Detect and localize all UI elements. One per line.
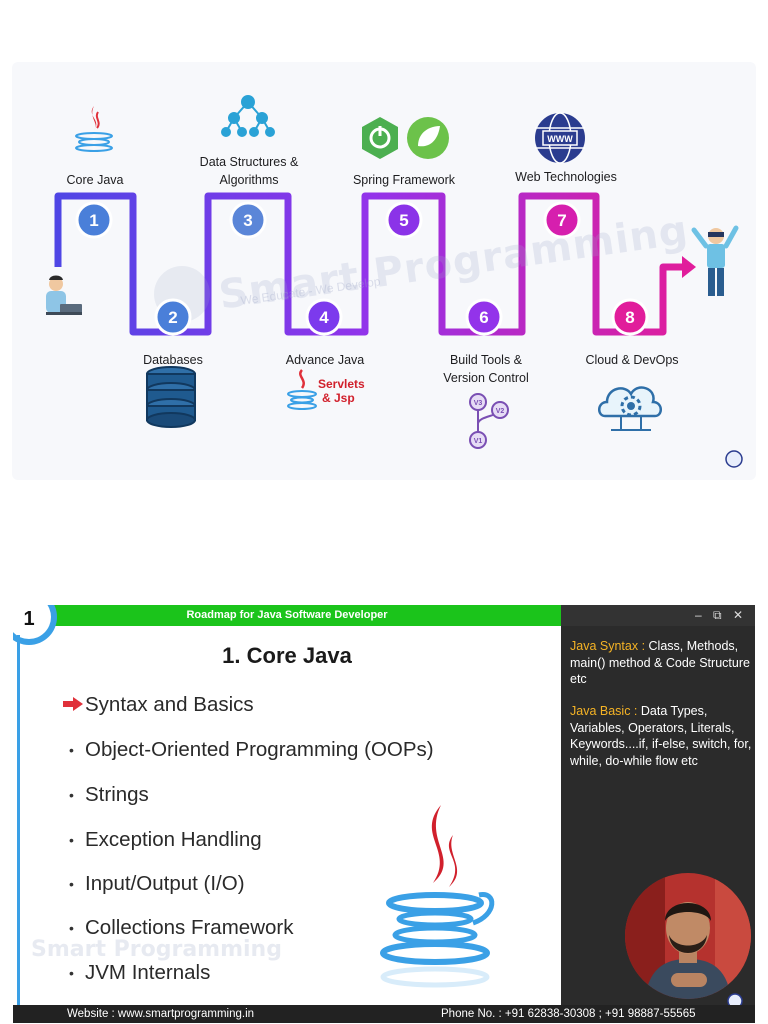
svg-text:WWW: WWW xyxy=(547,134,573,144)
topic-item: • JVM Internals xyxy=(69,961,210,985)
topic-item: • Exception Handling xyxy=(69,828,262,852)
step-label-8: Cloud & DevOps xyxy=(582,351,682,369)
svg-text:Servlets: Servlets xyxy=(318,377,365,391)
spring-boot-icon xyxy=(362,117,398,159)
step-number: 4 xyxy=(319,308,329,327)
version-control-icon: V3 V2 V1 xyxy=(470,394,508,448)
step-label-2: Databases xyxy=(128,351,218,369)
celebrating-person-icon xyxy=(694,228,736,296)
window-controls[interactable]: – ⧉ ✕ xyxy=(561,605,755,626)
database-icon xyxy=(147,367,195,427)
topic-item: • Strings xyxy=(69,783,149,807)
topic-item: • Input/Output (I/O) xyxy=(69,872,245,896)
slide-topbar-title: Roadmap for Java Software Developer xyxy=(13,605,561,626)
svg-text:1: 1 xyxy=(23,608,34,630)
step-label-1: Core Java xyxy=(55,171,135,189)
svg-text:V3: V3 xyxy=(474,400,483,407)
side-note-heading: Java Syntax : xyxy=(570,639,645,653)
topic-item: Syntax and Basics xyxy=(69,693,254,717)
topic-label: Exception Handling xyxy=(85,828,262,852)
tree-structure-icon xyxy=(222,96,274,136)
svg-text:& Jsp: & Jsp xyxy=(322,391,355,405)
step-number: 1 xyxy=(89,211,98,230)
bullet-icon: • xyxy=(69,876,85,892)
roadmap-arrowhead xyxy=(682,256,696,278)
spring-leaf-icon xyxy=(407,117,449,159)
step-label-7: Web Technologies xyxy=(508,168,624,186)
footer-phone: Phone No. : +91 62838-30308 ; +91 98887-… xyxy=(441,1005,696,1023)
svg-text:V1: V1 xyxy=(474,438,483,445)
step-circle-3: 3 xyxy=(231,203,265,237)
bullet-icon: • xyxy=(69,920,85,936)
step-label-3: Data Structures & Algorithms xyxy=(193,153,305,189)
topic-label: Strings xyxy=(85,783,149,807)
step-circle-6: 6 xyxy=(467,300,501,334)
step-number: 6 xyxy=(479,308,488,327)
step-label-4: Advance Java xyxy=(280,351,370,369)
step-circle-5: 5 xyxy=(387,203,421,237)
video-slide: Roadmap for Java Software Developer 1 1.… xyxy=(13,605,755,1023)
cloud-gear-icon xyxy=(599,388,661,430)
step-circle-2: 2 xyxy=(156,300,190,334)
topic-label: Object-Oriented Programming (OOPs) xyxy=(85,738,434,762)
topic-label: JVM Internals xyxy=(85,961,210,985)
bullet-icon: • xyxy=(69,787,85,803)
footer-bar: Website : www.smartprogramming.in Phone … xyxy=(13,1005,755,1023)
step-number: 5 xyxy=(399,211,408,230)
topic-label: Syntax and Basics xyxy=(85,693,254,717)
step-number: 2 xyxy=(168,308,177,327)
topic-label: Input/Output (I/O) xyxy=(85,872,245,896)
svg-text:V2: V2 xyxy=(496,408,505,415)
step-circle-8: 8 xyxy=(613,300,647,334)
www-globe-icon: WWW xyxy=(535,113,585,163)
side-note-syntax: Java Syntax : Class, Methods, main() met… xyxy=(570,638,752,688)
topic-item: • Object-Oriented Programming (OOPs) xyxy=(69,738,434,762)
slide-watermark: Smart Programming xyxy=(31,937,282,962)
presenter-webcam xyxy=(625,873,751,999)
roadmap-infographic: 1 2 3 4 5 6 7 8 xyxy=(12,62,756,480)
bullet-icon: • xyxy=(69,742,85,758)
bullet-icon: • xyxy=(69,965,85,981)
step-label-5: Spring Framework xyxy=(348,171,460,189)
pointer-arrow-icon xyxy=(63,693,85,717)
side-note-heading: Java Basic : xyxy=(570,704,637,718)
bullet-icon: • xyxy=(69,832,85,848)
footer-website: Website : www.smartprogramming.in xyxy=(67,1005,254,1023)
left-accent-rule xyxy=(17,635,20,1005)
corner-logo-icon xyxy=(726,451,742,467)
side-note-basic: Java Basic : Data Types, Variables, Oper… xyxy=(570,703,752,769)
step-circle-1: 1 xyxy=(77,203,111,237)
step-label-6: Build Tools & Version Control xyxy=(440,351,532,387)
developer-laptop-icon xyxy=(46,276,82,316)
step-number: 3 xyxy=(243,211,252,230)
java-cup-icon xyxy=(76,106,112,151)
slide-title: 1. Core Java xyxy=(13,643,561,669)
java-logo-icon xyxy=(375,795,505,995)
step-number: 8 xyxy=(625,308,634,327)
servlets-jsp-logo: Servlets & Jsp xyxy=(288,370,365,409)
